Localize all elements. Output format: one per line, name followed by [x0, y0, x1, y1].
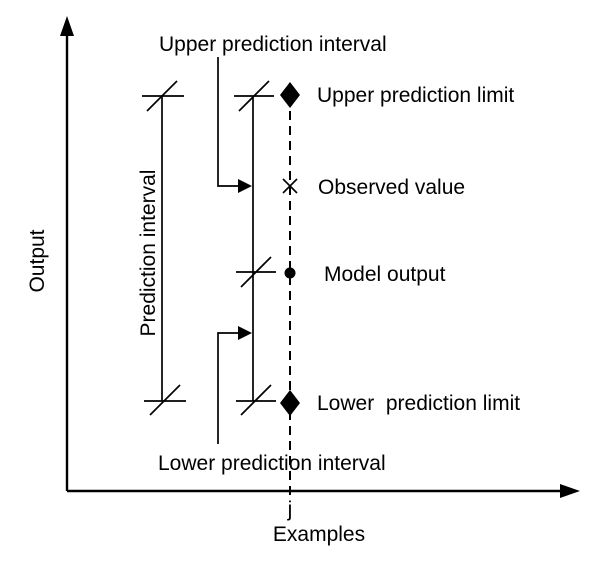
lower-callout-arrowhead-icon	[238, 326, 252, 340]
cross-stroke	[282, 178, 298, 194]
observed-value-cross-icon	[282, 178, 298, 194]
prediction-interval-bracket	[142, 80, 186, 416]
upper-callout-connector	[217, 57, 240, 187]
bracket-middle-slash	[240, 256, 272, 288]
bracket-bottom-slash	[240, 384, 272, 416]
split-interval-bracket	[234, 80, 276, 416]
y-axis-label: Output	[26, 229, 49, 292]
lower-prediction-interval-label: Lower prediction interval	[158, 452, 386, 475]
upper-prediction-limit-diamond-icon	[280, 82, 300, 108]
x-axis-arrowhead-icon	[560, 484, 580, 498]
upper-callout-arrowhead-icon	[238, 179, 252, 193]
bracket-top-slash	[238, 80, 270, 112]
x-tick-label-j: j	[287, 498, 293, 521]
y-axis-arrowhead-icon	[60, 16, 74, 36]
x-axis-label: Examples	[273, 523, 365, 546]
model-output-dot-icon	[284, 267, 296, 279]
model-output-label: Model output	[324, 263, 446, 286]
prediction-interval-label: Prediction interval	[137, 170, 160, 337]
lower-callout-connector	[217, 332, 240, 444]
lower-prediction-limit-diamond-icon	[280, 390, 300, 416]
upper-prediction-interval-label: Upper prediction interval	[159, 33, 387, 56]
lower-prediction-limit-label: Lower prediction limit	[317, 392, 520, 415]
bracket-top-slash	[146, 80, 178, 112]
upper-prediction-limit-label: Upper prediction limit	[317, 84, 514, 107]
bracket-bottom-slash	[149, 384, 181, 416]
observed-value-label: Observed value	[318, 176, 465, 199]
